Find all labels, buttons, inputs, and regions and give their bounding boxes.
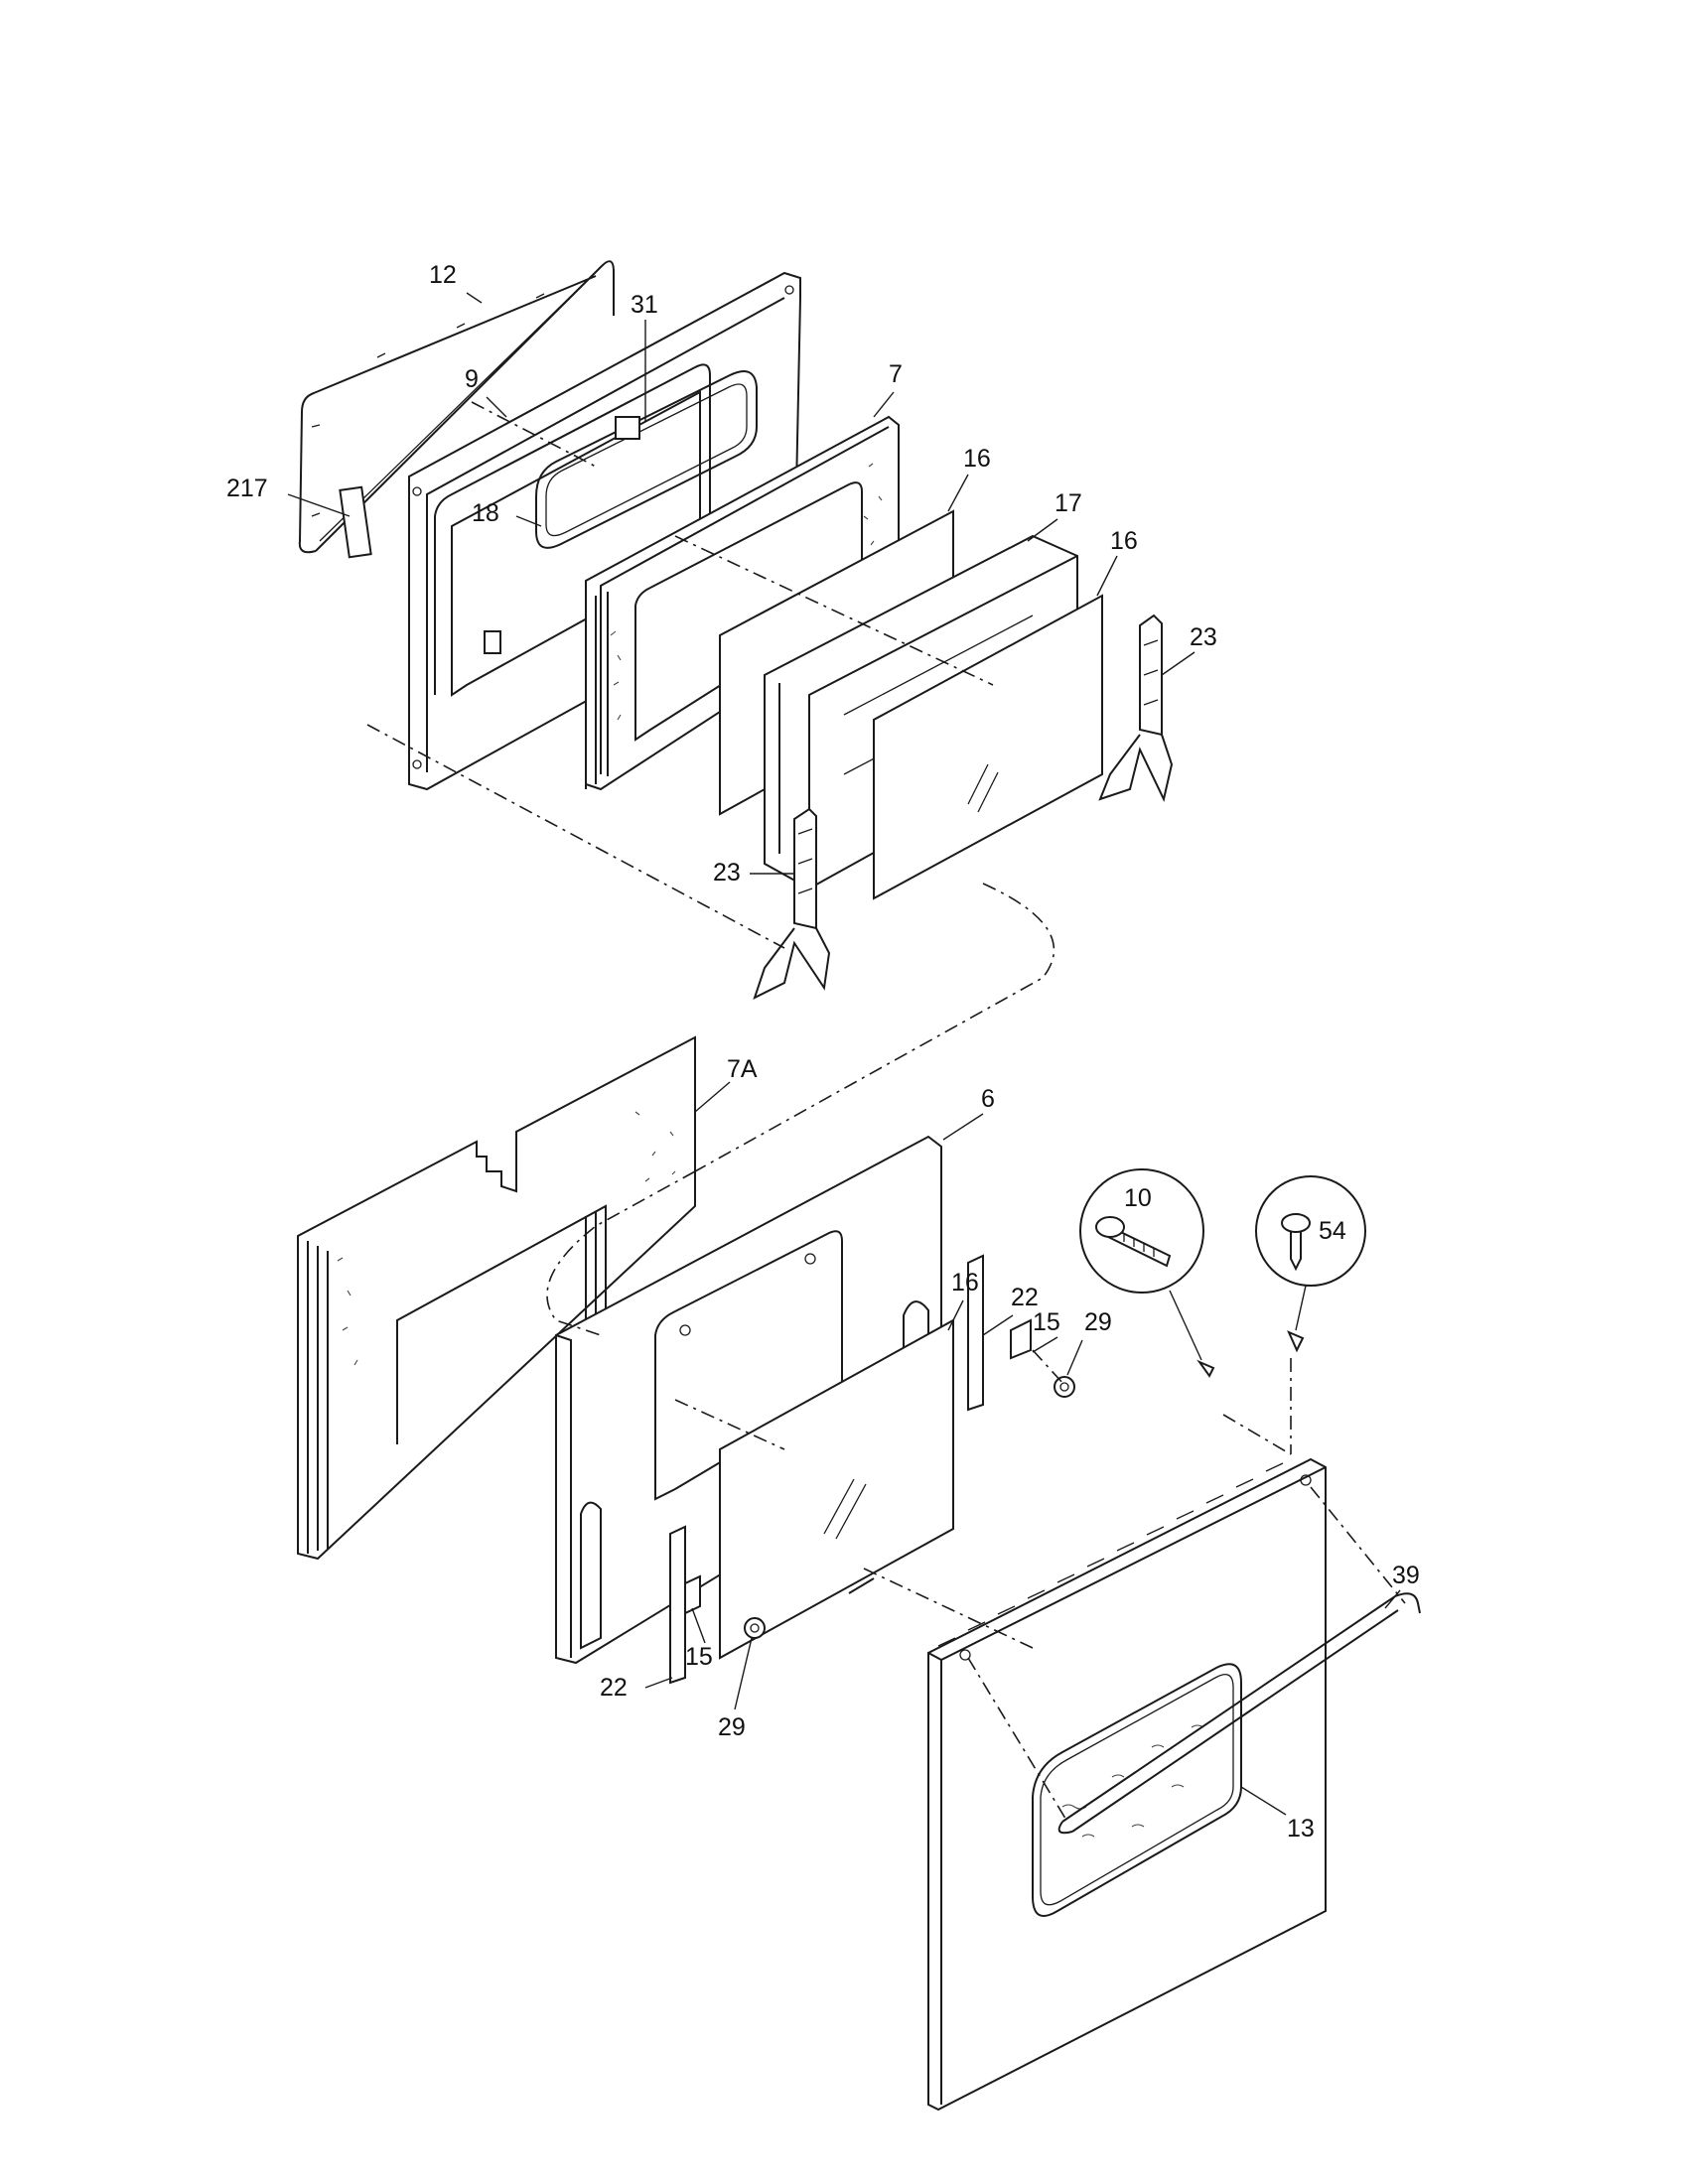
callout-54: 54 xyxy=(1319,1217,1346,1245)
hinge-23-right xyxy=(1098,614,1174,803)
callout-22-lower: 22 xyxy=(600,1674,628,1702)
callout-39: 39 xyxy=(1392,1562,1420,1589)
callout-9: 9 xyxy=(465,365,479,393)
callout-12: 12 xyxy=(429,261,457,289)
callout-16-upper: 16 xyxy=(963,445,991,473)
clip-left xyxy=(484,630,501,654)
alignment-lines-lower xyxy=(546,1170,1406,1823)
callout-17: 17 xyxy=(1055,489,1082,517)
callout-labels: 12 31 9 7 217 18 16 17 16 23 23 7A 6 10 … xyxy=(226,261,1420,1843)
detail-circle-10 xyxy=(1079,1168,1215,1378)
insulation-7A xyxy=(297,1035,696,1561)
leader-lines xyxy=(287,292,1401,1816)
callout-10: 10 xyxy=(1124,1184,1152,1212)
door-gasket-12 xyxy=(298,260,615,559)
callout-22-upper: 22 xyxy=(1011,1284,1039,1311)
bumper-29-lower xyxy=(744,1617,766,1639)
label-plate-217 xyxy=(339,485,372,559)
callout-16-right: 16 xyxy=(1110,527,1138,555)
inner-door-panel-6 xyxy=(555,1135,942,1665)
callout-15-upper: 15 xyxy=(1033,1308,1060,1336)
alignment-lines-upper xyxy=(366,401,1055,1172)
callout-7: 7 xyxy=(889,360,903,388)
bumper-29-upper xyxy=(1054,1376,1075,1398)
callout-6: 6 xyxy=(981,1085,995,1113)
bracket-31 xyxy=(615,416,640,440)
callout-23-right: 23 xyxy=(1190,623,1217,651)
clip-15-lower xyxy=(684,1574,701,1615)
callout-18: 18 xyxy=(472,499,499,527)
detail-circle-54 xyxy=(1255,1175,1366,1353)
callout-29-lower: 29 xyxy=(718,1713,746,1741)
callout-16-lower: 16 xyxy=(951,1269,979,1297)
retainer-22-lower xyxy=(669,1525,686,1685)
insulation-7 xyxy=(585,415,900,791)
callout-15-lower: 15 xyxy=(685,1643,713,1671)
callout-23-left: 23 xyxy=(713,859,741,887)
retainer-22-upper xyxy=(967,1254,984,1412)
callout-13: 13 xyxy=(1287,1815,1315,1843)
clip-15-upper xyxy=(1010,1318,1032,1360)
glass-pane-16-right xyxy=(873,594,1103,900)
callout-217: 217 xyxy=(226,475,268,502)
outer-door-panel-13 xyxy=(927,1457,1327,2112)
callout-29-upper: 29 xyxy=(1084,1308,1112,1336)
callout-7A: 7A xyxy=(727,1055,758,1083)
callout-31: 31 xyxy=(631,291,658,319)
inner-door-liner-9 xyxy=(408,271,801,791)
hinge-23-left xyxy=(753,807,831,1000)
